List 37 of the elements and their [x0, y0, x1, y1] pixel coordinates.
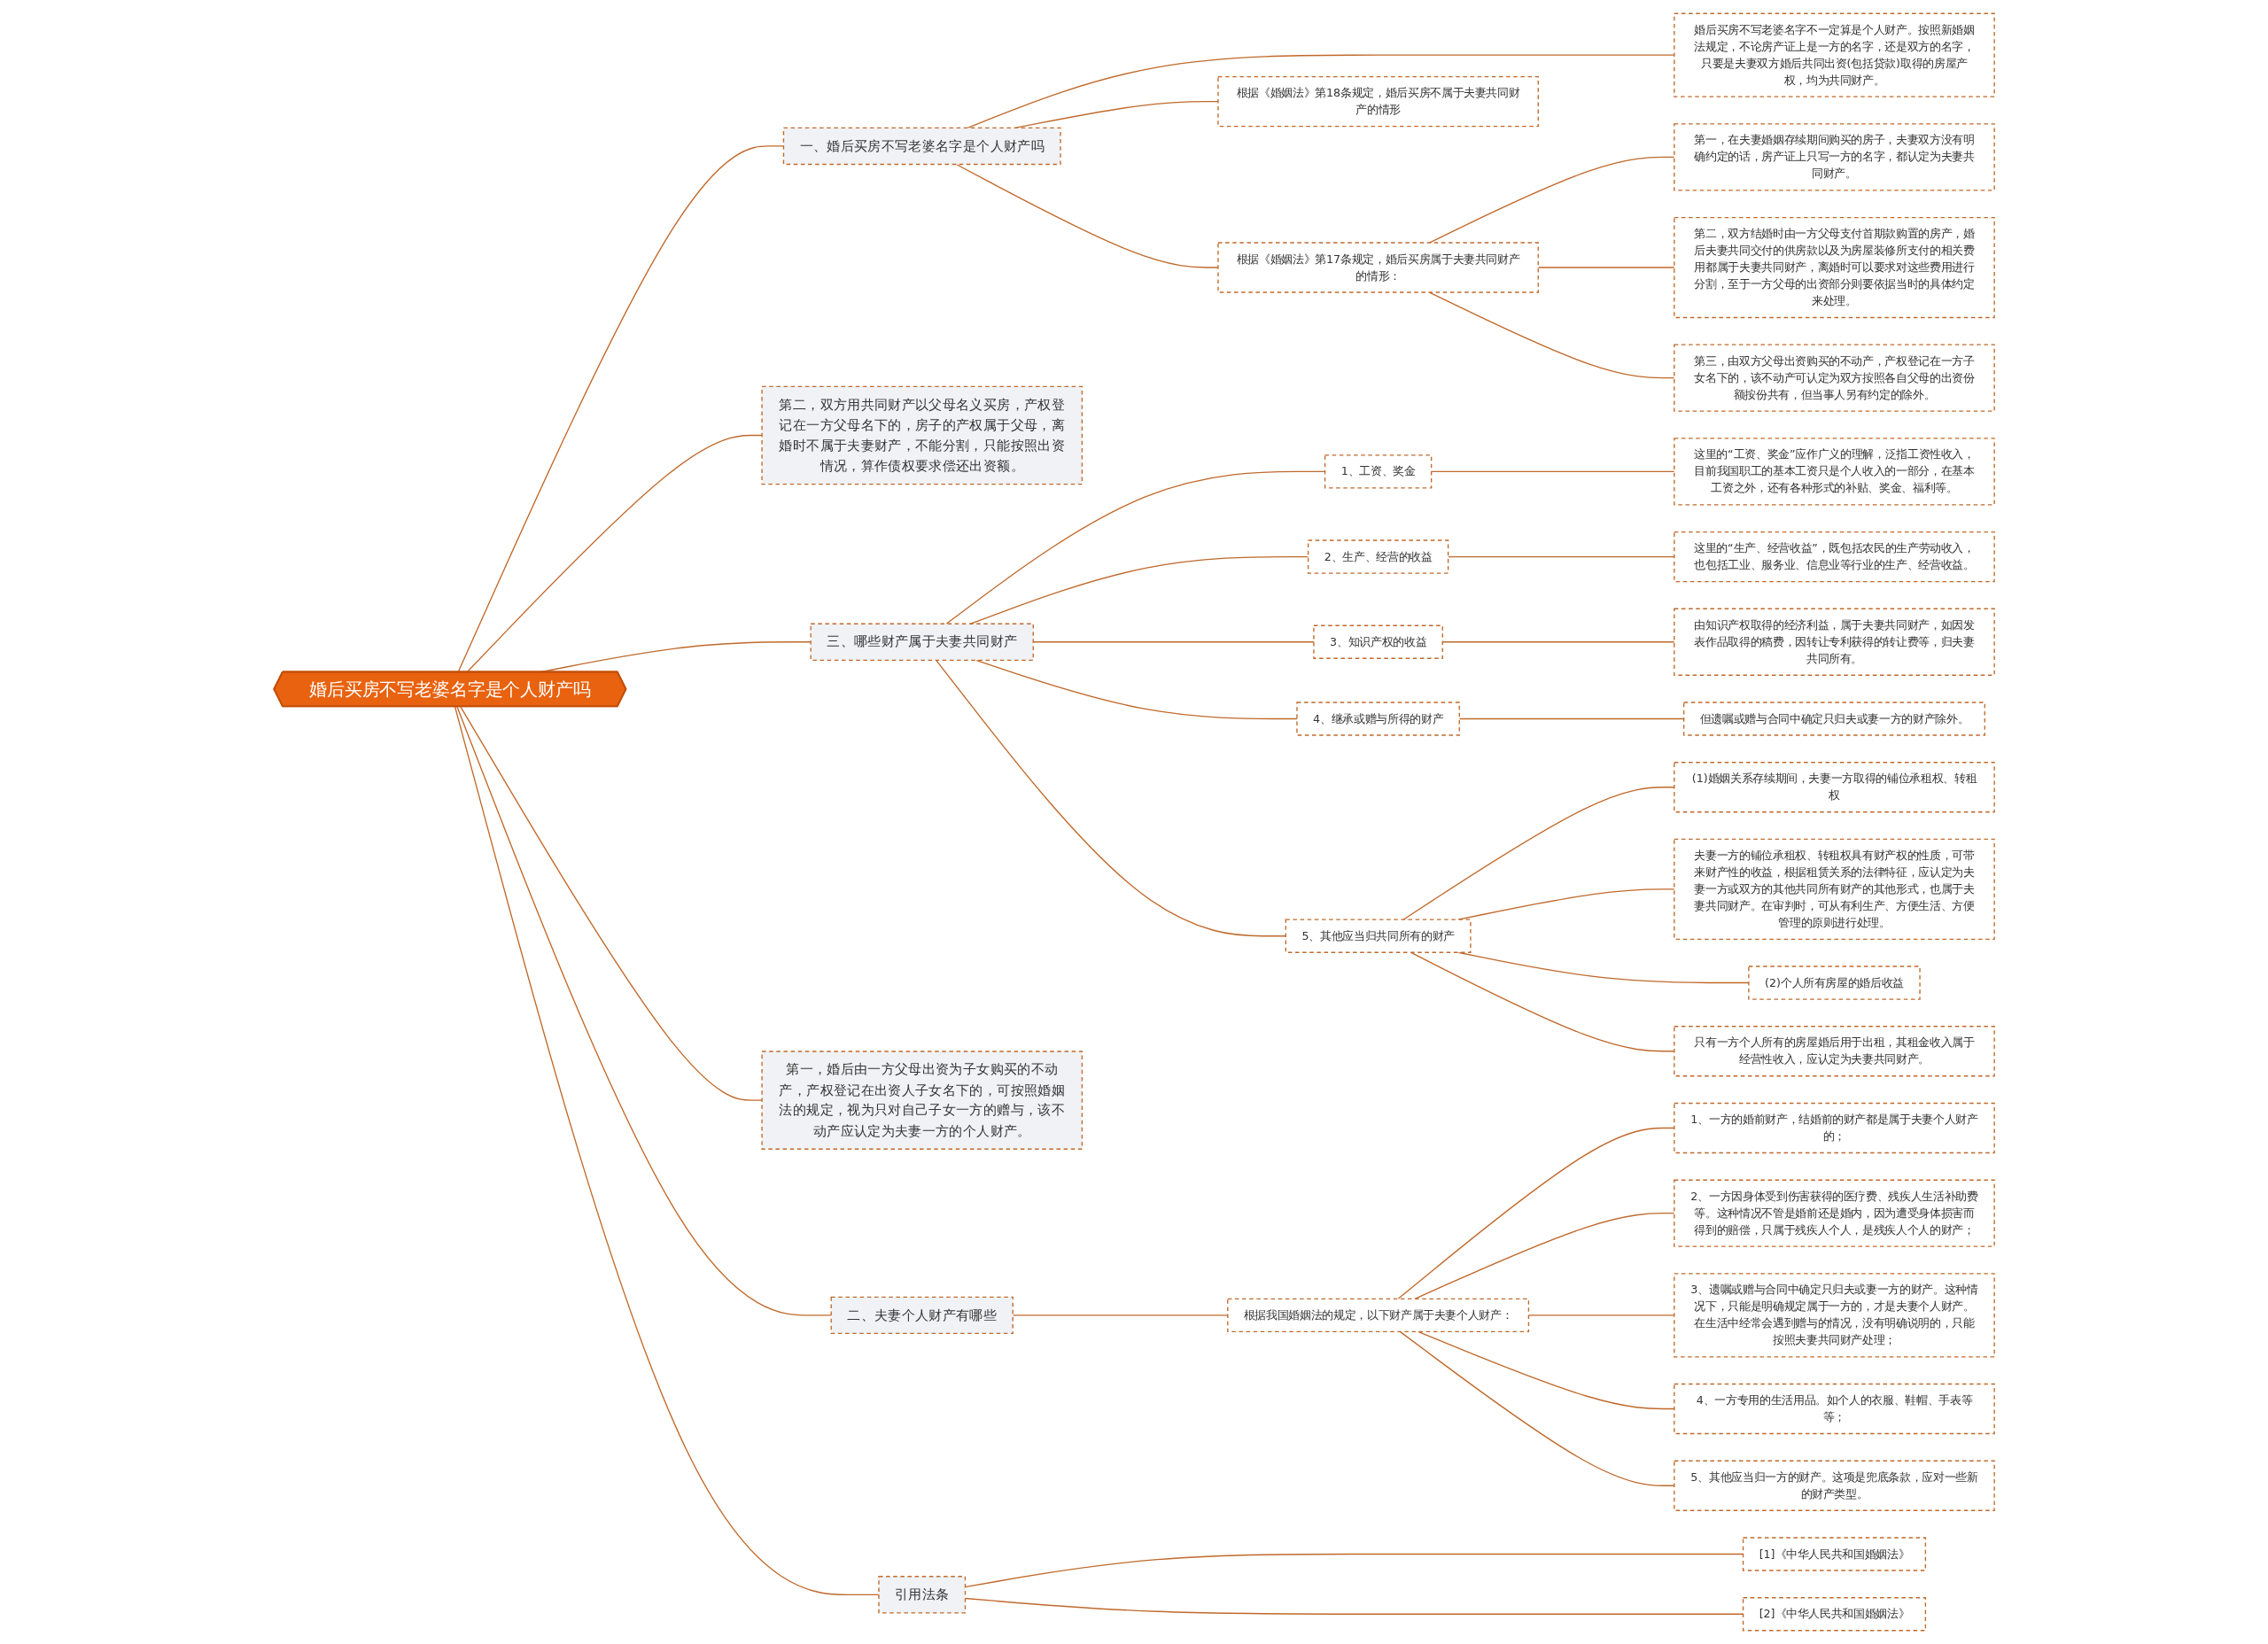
node-box: [1673, 216, 1995, 319]
node-box: [1682, 702, 1985, 736]
node-box: [1285, 919, 1472, 953]
node-box: [1673, 1026, 1995, 1077]
connector: [457, 145, 784, 673]
node-box: [1313, 624, 1443, 659]
node-box: [1673, 1102, 1995, 1154]
node-box: [878, 1576, 966, 1614]
node-box: [1673, 1179, 1995, 1247]
node-box: [1673, 838, 1995, 940]
node-box: [830, 1296, 1014, 1335]
node-box: [782, 127, 1061, 166]
mind-map: 婚后买房不写老婆名字是个人财产吗 一、婚后买房不写老婆名字是个人财产吗 婚后买房不写老婆名字不一定算是个人财产。按照新婚姻法规定，不论房产证上是一方的名字，还是双方的名字，只要是夫妻双方婚后共同出资(包括贷款)取得的房屋产权，均为共同财产。 根据《婚姻法》第17条规定，婚后买房属于夫妻共同财产的情形： 第一，在夫妻婚姻存续期间购买的房子，夫妻双方没有明确约定的话，房产证上只写一方的名字，都认定为夫妻共同财产。 第二，双方结婚时由一方父母支付首期款购置的房产，婚后夫妻共同交付的供房款以及为房屋装修所支付的相关费用都属于夫妻共同财产，离婚时可以要求对这些费用进行分割，至于一方父母的出资部分则要依据当时的具体约定来处理。 第三，由双方父母出资购买的不动产，产权登记在一方子女名下的，该不动产可认定为双方按照各自父母的出资份额按份共有，但当事人另有约定的除外。 根据《婚姻法》第18条规定，婚后买房不属于夫妻共同财产的情形 第二，双方用共同财产以父母名义买房，产权登记在一方父母名下的，房子的产权属于父母，离婚时不属于夫妻财产，不能分割，只能按照出资情况，算作债权要求偿还出资额。 三、哪些财产属于夫妻共同财产 1、工资、奖金 这里的“工资、奖金”应作广义的理解，泛指工资性收入，目前我国职工的基本工资只是个人收入的一部分，在基本工资之外，还有各种形式的补贴、奖金、福利等。 2、生产、经营的收益 这里的“生产、经营收益”，既包括农民的生产劳动收入，也包括工业、服务业、信息业等行业的生产、经营收益。 3、知识产权的收益 由知识产权取得的经济利益，属于夫妻共同财产，如因发表作品取得的稿费，因转让专利获得的转让费等，归夫妻共同所有。 4、继承或赠与所得的财产 但遗嘱或赠与合同中确定只归夫或妻一方的财产除外。 5、其他应当归共同所有的财产 (1)婚姻关系存续期间，夫妻一方取得的铺位承租权、转租权 夫妻一方的铺位承租权、转租权具有财产权的性质，可带来财产性的收益，根据租赁关系的法律特征，应认定为夫妻一方或双方的其他共同所有财产的其他形式，也属于夫妻共同财产。在审判时，可从有利生产、方便生活、方便管理的原则进行处理。 (2)个人所有房屋的婚后收益 只有一方个人所有的房屋婚后用于出租，其租金收入属于经营性收入，应认定为夫妻共同财产。 第一，婚后由一方父母出资为子女购买的不动产，产权登记在出资人子女名下的，可按照婚姻法的规定，视为只对自己子女一方的赠与，该不动产应认定为夫妻一方的个人财产。 二、夫妻个人财产有哪些 根据我国婚姻法的规定，以下财产属于夫妻个人财产： 1、一方的婚前财产，结婚前的财产都是属于夫妻个人财产的； 2、一方因身体受到伤害获得的医疗费、残疾人生活补助费等。这种情况不管是婚前还是婚内，因为遭受身体损害而得到的赔偿，只属于残疾人个人，是残疾人个人的财产； 3、遗嘱或赠与合同中确定只归夫或妻一方的财产。这种情况下，只能是明确规定属于一方的，才是夫妻个人财产。在生活中经常会遇到赠与的情况，没有明确说明的，只能按照夫妻共同财产处理； 4、一方专用的生活用品。如个人的衣服、鞋帽、手表等等； 5、其他应当归一方的财产。这项是兜底条款，应对一些新的财产类型。 引用法条 [1]《中华人民共和国婚姻法》 [2]《中华人民共和国婚姻法》: [267, 7, 2001, 1637]
connector: [456, 706, 832, 1316]
node-box: [1673, 438, 1995, 506]
node-box: [1217, 75, 1539, 128]
node-box: [1673, 123, 1995, 191]
node-box: [1742, 1537, 1926, 1571]
node-box: [1673, 1460, 1995, 1511]
node-box: [1673, 531, 1995, 583]
node-box: [1742, 1597, 1926, 1632]
node-box: [1673, 762, 1995, 813]
node-box: [1748, 965, 1921, 1000]
node-box: [1307, 539, 1449, 574]
node-box: [1296, 702, 1460, 736]
node-box: [1217, 242, 1539, 293]
node-box: [810, 623, 1034, 661]
node-box: [1673, 1383, 1995, 1435]
node-box: [761, 1051, 1083, 1150]
connector: [935, 659, 1286, 937]
node-box: [1673, 12, 1995, 97]
node-box: [1324, 454, 1433, 489]
node-box: [1226, 1298, 1529, 1333]
node-box: [761, 385, 1083, 485]
node-box: [1673, 344, 1995, 412]
node-box: [1673, 1273, 1995, 1358]
node-box: [1673, 608, 1995, 676]
